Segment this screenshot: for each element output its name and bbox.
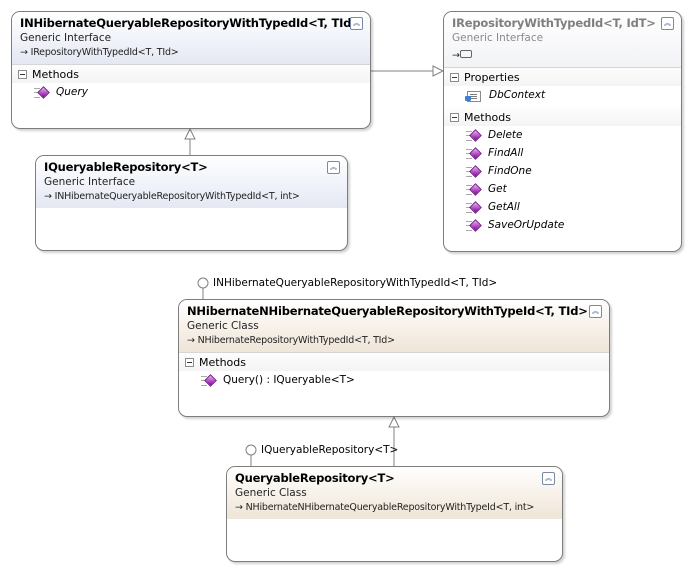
collapse-toggle-icon[interactable]	[450, 72, 459, 82]
method-icon	[466, 219, 482, 232]
method-label: Query() : IQueryable<T>	[223, 374, 355, 386]
abstract-badge-icon	[459, 50, 472, 58]
method-icon	[466, 201, 482, 214]
box-stereotype: Generic Interface	[452, 32, 544, 44]
queryable-repository-class-box[interactable]: QueryableRepository<T> Generic Class → N…	[226, 466, 563, 562]
methods-section-toggle[interactable]: Methods	[179, 353, 609, 371]
method-item[interactable]: SaveOrUpdate	[444, 216, 681, 234]
box-header: QueryableRepository<T> Generic Class → N…	[227, 467, 562, 519]
box-abstract-badge: →	[452, 47, 673, 61]
method-item[interactable]: Delete	[444, 126, 681, 144]
collapse-toggle-icon[interactable]	[18, 69, 27, 79]
box-title: IQueryableRepository<T>	[44, 160, 208, 174]
generalization-arrowhead	[432, 65, 445, 77]
collapse-toggle-icon[interactable]	[450, 112, 459, 122]
box-header: IRepositoryWithTypedId<T, IdT> Generic I…	[444, 12, 681, 68]
property-item[interactable]: DbContext	[444, 86, 681, 104]
methods-section-toggle[interactable]: Methods	[444, 108, 681, 126]
chevron-up-icon[interactable]: ︽	[350, 17, 363, 30]
method-item[interactable]: FindOne	[444, 162, 681, 180]
section-label: Methods	[464, 110, 511, 124]
method-icon	[466, 183, 482, 196]
generalization-arrowhead	[388, 415, 400, 428]
inherits-text: NHibernateRepositoryWithTypedId<T, TId>	[197, 335, 395, 346]
generalization-arrowhead	[184, 127, 196, 140]
arrow-icon: →	[44, 191, 55, 202]
method-label: FindOne	[488, 165, 532, 177]
box-title: INHibernateQueryableRepositoryWithTypedI…	[20, 16, 361, 30]
method-label: Get	[488, 183, 507, 195]
method-item[interactable]: Get	[444, 180, 681, 198]
box-title: QueryableRepository<T>	[235, 471, 395, 485]
box-inherits: → IRepositoryWithTypedId<T, TId>	[20, 47, 362, 58]
lollipop-interface-icon	[245, 444, 257, 456]
box-inherits: → NHibernateNHibernateQueryableRepositor…	[235, 502, 554, 513]
method-icon	[201, 374, 217, 387]
irepository-interface-box[interactable]: IRepositoryWithTypedId<T, IdT> Generic I…	[443, 11, 682, 252]
box-stereotype: Generic Interface	[20, 32, 112, 44]
method-item[interactable]: GetAll	[444, 198, 681, 216]
chevron-up-icon[interactable]: ︽	[661, 17, 674, 30]
inh-interface-box[interactable]: INHibernateQueryableRepositoryWithTypedI…	[11, 11, 371, 129]
lollipop-label: IQueryableRepository<T>	[261, 444, 399, 456]
method-icon	[466, 165, 482, 178]
properties-section-toggle[interactable]: Properties	[444, 68, 681, 86]
method-icon	[34, 86, 50, 99]
section-label: Properties	[464, 70, 520, 84]
box-title: NHibernateNHibernateQueryableRepositoryW…	[187, 304, 588, 318]
section-label: Methods	[32, 67, 79, 81]
inherits-text: INHibernateQueryableRepositoryWithTypedI…	[54, 191, 300, 202]
box-title: IRepositoryWithTypedId<T, IdT>	[452, 16, 656, 30]
box-stereotype: Generic Class	[235, 487, 307, 499]
box-stereotype: Generic Class	[187, 320, 259, 332]
box-header: INHibernateQueryableRepositoryWithTypedI…	[12, 12, 370, 65]
lollipop-interface-icon	[197, 277, 209, 289]
method-item[interactable]: FindAll	[444, 144, 681, 162]
method-label: FindAll	[488, 147, 524, 159]
arrow-icon: →	[235, 502, 246, 513]
method-icon	[466, 129, 482, 142]
inherits-text: IRepositoryWithTypedId<T, TId>	[30, 47, 179, 58]
box-inherits: → INHibernateQueryableRepositoryWithType…	[44, 191, 339, 202]
arrow-icon: →	[20, 47, 31, 58]
iqueryable-repository-box[interactable]: IQueryableRepository<T> Generic Interfac…	[35, 155, 348, 251]
chevron-up-icon[interactable]: ︽	[542, 472, 555, 485]
box-header: NHibernateNHibernateQueryableRepositoryW…	[179, 300, 609, 353]
method-item[interactable]: Query() : IQueryable<T>	[179, 371, 609, 389]
section-label: Methods	[199, 355, 246, 369]
method-label: GetAll	[488, 201, 520, 213]
nhibernate-queryable-repository-class-box[interactable]: NHibernateNHibernateQueryableRepositoryW…	[178, 299, 610, 417]
box-stereotype: Generic Interface	[44, 176, 136, 188]
method-label: Delete	[488, 129, 523, 141]
property-icon	[465, 89, 481, 102]
arrow-icon: →	[187, 335, 198, 346]
chevron-up-icon[interactable]: ︽	[327, 161, 340, 174]
collapse-toggle-icon[interactable]	[185, 357, 194, 367]
arrow-icon: →	[452, 50, 460, 61]
methods-section-toggle[interactable]: Methods	[12, 65, 370, 83]
box-inherits: → NHibernateRepositoryWithTypedId<T, TId…	[187, 335, 601, 346]
chevron-up-icon[interactable]: ︽	[589, 305, 602, 318]
method-icon	[466, 147, 482, 160]
inherits-text: NHibernateNHibernateQueryableRepositoryW…	[245, 502, 535, 513]
property-label: DbContext	[489, 89, 546, 101]
method-item[interactable]: Query	[12, 83, 370, 101]
method-label: Query	[56, 86, 88, 98]
box-header: IQueryableRepository<T> Generic Interfac…	[36, 156, 347, 208]
lollipop-label: INHibernateQueryableRepositoryWithTypedI…	[213, 277, 498, 289]
method-label: SaveOrUpdate	[488, 219, 565, 231]
